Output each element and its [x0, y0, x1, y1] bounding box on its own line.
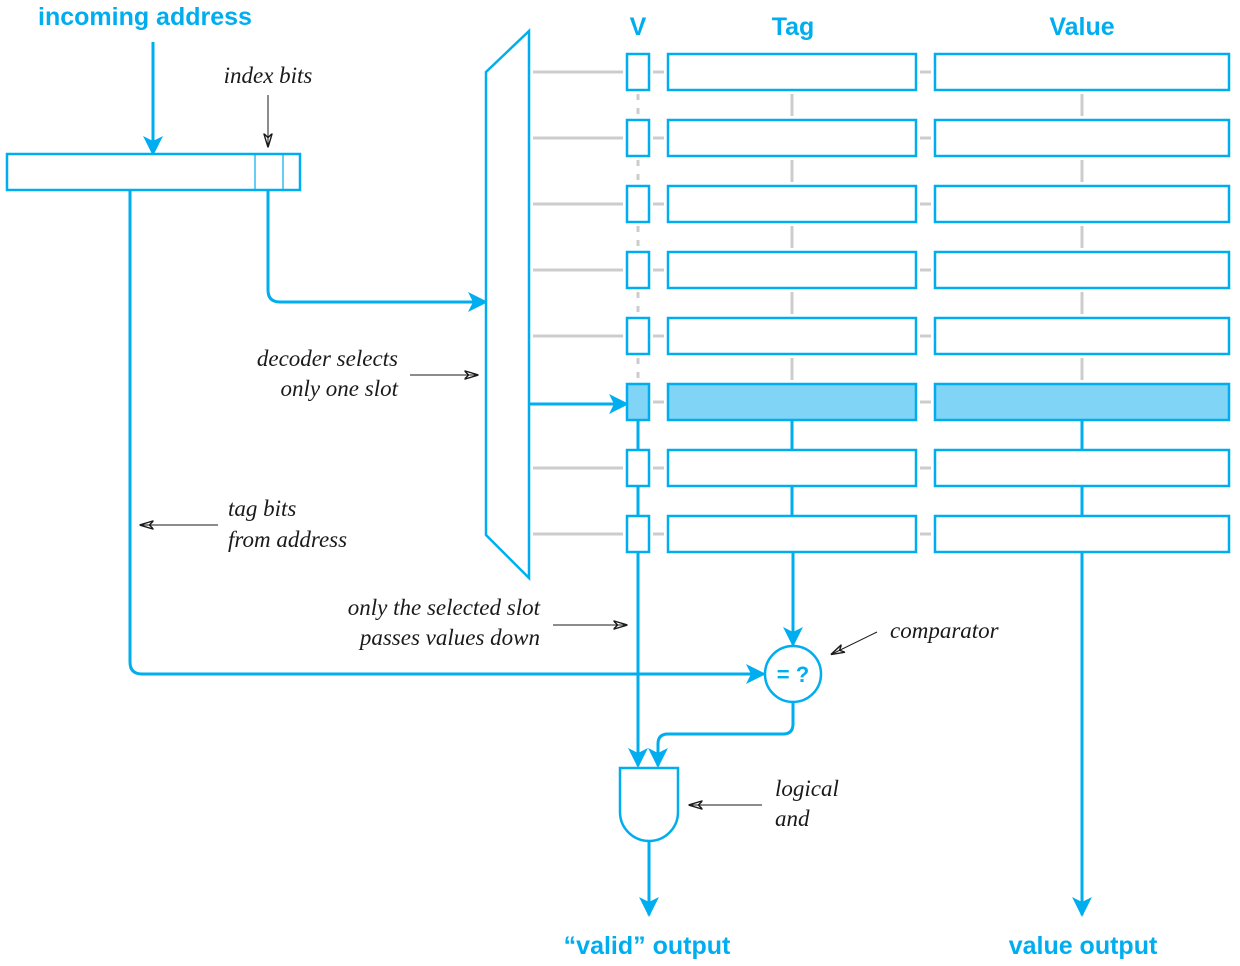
column-header-v: V [630, 13, 647, 41]
tag-bits-wire [128, 190, 766, 684]
slot-tag [666, 316, 918, 356]
slot-value [933, 250, 1231, 290]
column-header-tag: Tag [772, 13, 815, 41]
slot-tag [666, 52, 918, 92]
slot-value [933, 184, 1231, 224]
tag-bits-label-line1: tag bits [228, 496, 296, 521]
selected-slot-label-line1: only the selected slot [348, 595, 541, 620]
slot-valid-bit [625, 250, 651, 290]
slot-tag-selected [666, 382, 918, 422]
slot-tag [666, 448, 918, 488]
comparator-pointer [832, 631, 878, 654]
column-header-value: Value [1049, 13, 1114, 41]
comparator-symbol: = ? [777, 662, 809, 687]
cache-slots [533, 52, 1231, 554]
index-bits-label: index bits [224, 63, 313, 88]
incoming-address-label: incoming address [38, 3, 252, 31]
comparator-label: comparator [890, 618, 1000, 643]
slot-valid-bit [625, 52, 651, 92]
slot-valid-bit [625, 514, 651, 554]
compare-to-and-wire [648, 702, 795, 768]
slot-valid-bit [625, 316, 651, 356]
logical-and-label-line2: and [775, 806, 810, 831]
slot-value [933, 52, 1231, 92]
slot-value [933, 316, 1231, 356]
slot-value [933, 118, 1231, 158]
slot-valid-bit [625, 184, 651, 224]
slot-value-selected [933, 382, 1231, 422]
decoder-label-line2: only one slot [280, 376, 398, 401]
slot-valid-bit-selected [625, 382, 651, 422]
decoder-label-line1: decoder selects [257, 346, 398, 371]
index-wire [266, 190, 488, 312]
slot-tag [666, 250, 918, 290]
decoder [484, 28, 531, 582]
slot-tag [666, 514, 918, 554]
value-output-label: value output [1009, 932, 1158, 960]
and-gate [618, 766, 680, 843]
tag-bits-label-line2: from address [228, 527, 347, 552]
slot-value [933, 448, 1231, 488]
logical-and-label-line1: logical [775, 776, 839, 801]
address-register [5, 152, 302, 192]
slot-valid-bit [625, 118, 651, 158]
slot-value [933, 514, 1231, 554]
slot-valid-bit [625, 448, 651, 488]
slot-tag [666, 118, 918, 158]
valid-output-label: “valid” output [564, 932, 731, 960]
slot-tag [666, 184, 918, 224]
selected-slot-label-line2: passes values down [358, 625, 540, 650]
